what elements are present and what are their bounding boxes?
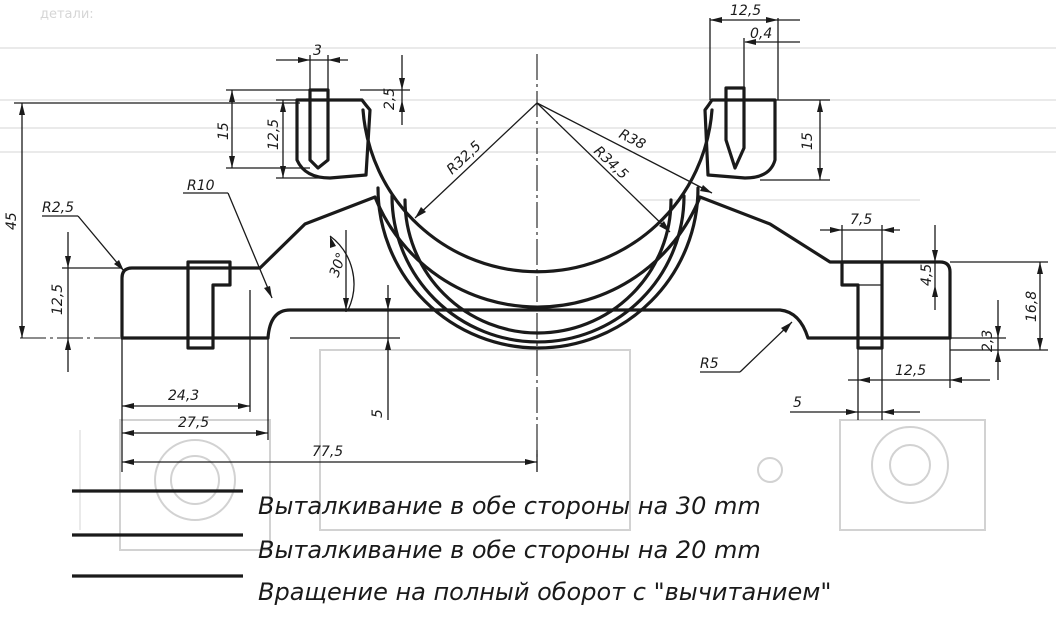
ring-arc-r32-5 <box>403 198 673 335</box>
dim-height-12-5: 12,5 <box>266 119 282 150</box>
background-header-text: детали: <box>40 7 94 22</box>
dim-r-mid: R34,5 <box>590 143 631 183</box>
dim-top-width: 12,5 <box>730 3 761 19</box>
dim-w-77-5: 77,5 <box>312 444 343 460</box>
dim-left-15: 15 <box>216 122 232 140</box>
dim-lug-small: 2,5 <box>382 88 398 110</box>
right-slot <box>840 260 884 350</box>
dim-angle: 30° <box>327 251 351 280</box>
dim-w-27-5: 27,5 <box>178 415 209 431</box>
ring-arc-r34-5 <box>390 194 686 344</box>
dim-right-15: 15 <box>800 132 816 150</box>
dim-w-5-right: 5 <box>793 395 802 411</box>
dim-h-4-5: 4,5 <box>919 264 935 286</box>
left-boss <box>295 98 372 180</box>
right-boss <box>703 98 777 180</box>
legend-label-1: Выталкивание в обе стороны на 30 mm <box>258 492 761 520</box>
dim-w-right-12-5: 12,5 <box>895 363 926 379</box>
dim-total-height: 45 <box>4 212 20 230</box>
dim-h-16-8: 16,8 <box>1024 291 1040 322</box>
legend-label-2: Выталкивание в обе стороны на 20 mm <box>258 536 761 564</box>
right-lug <box>724 86 746 170</box>
legend: Выталкивание в обе стороны на 30 mm Выта… <box>72 489 831 606</box>
dim-w-24-3: 24,3 <box>168 388 199 404</box>
ring-arc-outer <box>361 108 714 274</box>
dim-w-7-5: 7,5 <box>850 212 872 228</box>
dimension-lines: 12,5 0,4 3 15 12,5 2,5 15 <box>4 3 1048 472</box>
dim-base-height: 12,5 <box>50 284 66 315</box>
dim-lug-width: 3 <box>313 43 322 59</box>
ring-arc-r38 <box>376 186 700 350</box>
legend-label-3: Вращение на полный оборот с "вычитанием" <box>258 578 831 606</box>
dim-h-5-center: 5 <box>370 409 386 418</box>
dim-r5: R5 <box>700 356 719 372</box>
left-lug <box>308 88 330 170</box>
dim-h-2-3: 2,3 <box>980 330 996 352</box>
dim-r-outer: R38 <box>616 126 648 153</box>
dim-top-offset: 0,4 <box>750 26 772 42</box>
dim-r2-5: R2,5 <box>42 200 74 216</box>
angle-arc <box>329 235 355 311</box>
part-outer-contour <box>120 195 952 340</box>
dim-r10: R10 <box>187 178 215 194</box>
part-outline <box>120 86 952 350</box>
background-bleed: детали: <box>0 7 1056 551</box>
left-slot <box>186 260 232 350</box>
